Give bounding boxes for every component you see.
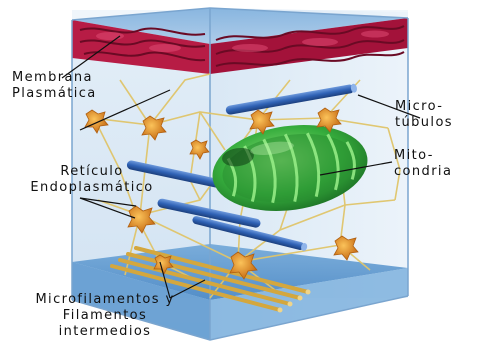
label-mitocondria: Mito- condria bbox=[394, 148, 452, 180]
label-membrana: Membrana Plasmática bbox=[12, 70, 97, 102]
label-membrana-line2: Plasmática bbox=[12, 86, 97, 102]
label-filamentos-line3: intermedios bbox=[14, 324, 196, 340]
label-microtubulos: Micro- túbulos bbox=[395, 99, 453, 131]
label-microtubulos-line2: túbulos bbox=[395, 115, 453, 131]
label-reticulo: Retículo Endoplasmático bbox=[12, 164, 172, 196]
label-membrana-line1: Membrana bbox=[12, 70, 97, 86]
label-reticulo-line2: Endoplasmático bbox=[12, 180, 172, 196]
label-reticulo-line1: Retículo bbox=[12, 164, 172, 180]
label-mitocondria-line2: condria bbox=[394, 164, 452, 180]
label-filamentos-line1: Microfilamentos y bbox=[14, 292, 196, 308]
label-filamentos-line2: Filamentos bbox=[14, 308, 196, 324]
label-filamentos: Microfilamentos y Filamentos intermedios bbox=[14, 292, 196, 340]
label-mitocondria-line1: Mito- bbox=[394, 148, 452, 164]
label-microtubulos-line1: Micro- bbox=[395, 99, 453, 115]
